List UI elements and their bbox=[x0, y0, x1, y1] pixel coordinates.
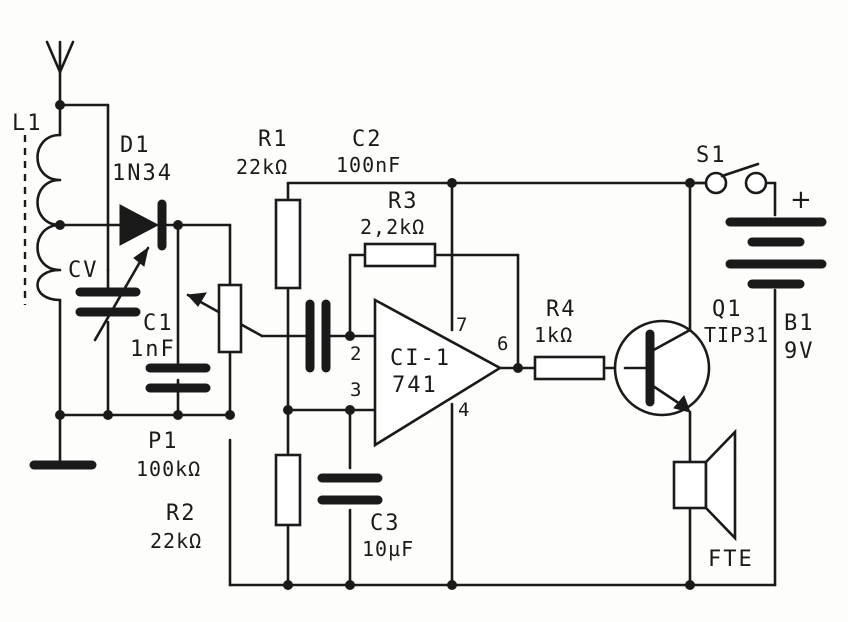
diode-d1 bbox=[119, 199, 167, 251]
capacitor-c2 bbox=[305, 299, 331, 373]
potentiometer-p1 bbox=[186, 283, 243, 354]
resistor-r1 bbox=[274, 198, 302, 290]
label-q1-value: TIP31 bbox=[704, 323, 769, 347]
speaker-fte bbox=[672, 428, 737, 542]
label-ic1-pin3: 3 bbox=[350, 379, 361, 401]
label-ic1-pin7: 7 bbox=[456, 314, 467, 336]
label-c2-ref: C2 bbox=[352, 127, 383, 152]
label-d1-ref: D1 bbox=[120, 133, 151, 158]
label-c1-ref: C1 bbox=[143, 311, 174, 336]
label-ic1-value: 741 bbox=[392, 373, 438, 398]
label-r4-ref: R4 bbox=[546, 297, 577, 322]
transistor-q1 bbox=[613, 319, 711, 417]
inductor-l1 bbox=[23, 133, 62, 305]
label-c2-value: 100nF bbox=[336, 153, 401, 177]
opamp-ci1 bbox=[373, 297, 503, 448]
switch-s1 bbox=[688, 162, 768, 195]
component-labels: L1 D1 1N34 CV C1 1nF P1 100kΩ R1 22kΩ R2… bbox=[12, 111, 815, 572]
label-r3-ref: R3 bbox=[388, 189, 419, 214]
label-b1-polarity: + bbox=[790, 185, 812, 215]
label-d1-value: 1N34 bbox=[112, 161, 173, 186]
label-c1-value: 1nF bbox=[130, 337, 176, 362]
label-ic1-ref: CI-1 bbox=[390, 346, 451, 371]
variable-capacitor-cv bbox=[75, 246, 150, 342]
label-r4-value: 1kΩ bbox=[534, 323, 573, 347]
label-r1-ref: R1 bbox=[258, 127, 289, 152]
label-p1-value: 100kΩ bbox=[136, 457, 201, 481]
label-r3-value: 2,2kΩ bbox=[360, 215, 425, 239]
label-c3-ref: C3 bbox=[370, 511, 401, 536]
label-b1-ref: B1 bbox=[784, 311, 815, 336]
label-r2-ref: R2 bbox=[166, 501, 197, 526]
capacitor-c3 bbox=[317, 473, 383, 505]
label-l1-ref: L1 bbox=[12, 111, 43, 136]
label-fte-ref: FTE bbox=[708, 547, 754, 572]
label-r1-value: 22kΩ bbox=[236, 155, 288, 179]
resistor-r4 bbox=[533, 355, 606, 381]
label-c3-value: 10µF bbox=[362, 537, 414, 561]
capacitor-c1 bbox=[145, 363, 211, 393]
resistor-r2 bbox=[274, 453, 302, 527]
label-p1-ref: P1 bbox=[148, 429, 179, 454]
label-q1-ref: Q1 bbox=[712, 297, 743, 322]
battery-b1 bbox=[725, 217, 827, 289]
label-ic1-pin6: 6 bbox=[497, 333, 508, 355]
label-b1-value: 9V bbox=[784, 339, 815, 364]
antenna-symbol bbox=[45, 40, 75, 107]
resistor-r3 bbox=[363, 242, 437, 268]
junction-dots bbox=[55, 100, 695, 590]
label-r2-value: 22kΩ bbox=[150, 529, 202, 553]
label-ic1-pin4: 4 bbox=[458, 399, 469, 421]
label-cv-ref: CV bbox=[68, 258, 99, 283]
label-s1-ref: S1 bbox=[696, 143, 727, 168]
label-ic1-pin2: 2 bbox=[350, 343, 361, 365]
